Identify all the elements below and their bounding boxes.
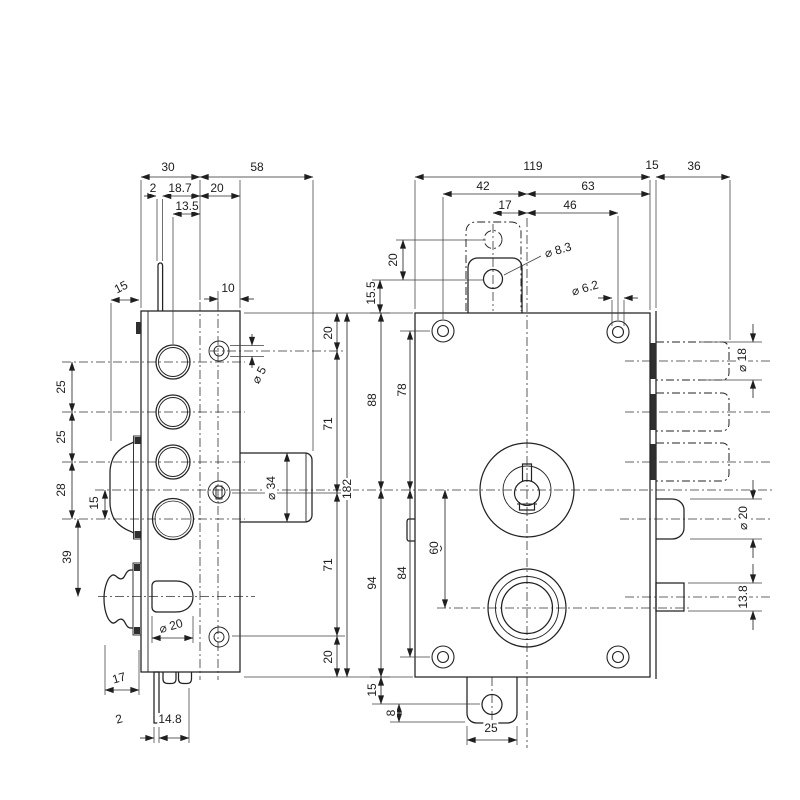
dim-58: 58 <box>249 160 265 174</box>
dim-8: 8 <box>384 708 398 718</box>
dim-119: 119 <box>522 159 544 173</box>
bottom-tab-hole <box>481 693 503 716</box>
dimension-lines <box>68 173 757 744</box>
dim-30: 30 <box>160 160 176 174</box>
latch-side <box>151 580 194 613</box>
front-body-outline <box>414 312 651 678</box>
dim-39: 39 <box>60 549 74 565</box>
dim-25-a: 25 <box>54 379 68 395</box>
dim-20-tab: 20 <box>386 252 400 268</box>
top-rod <box>157 262 164 311</box>
dim-28: 28 <box>54 482 68 498</box>
main-cylinder <box>479 442 575 538</box>
dim-60: 60 <box>427 540 441 556</box>
dim-25-tab: 25 <box>483 721 499 735</box>
dim-dia-18: ⌀ 18 <box>735 347 749 373</box>
latch-front <box>655 582 685 612</box>
dim-13-5: 13.5 <box>174 199 200 213</box>
dim-13-8: 13.8 <box>736 584 750 610</box>
dim-71-top: 71 <box>321 416 335 432</box>
dim-15-bottom: 15 <box>365 682 379 698</box>
front-view <box>406 221 730 724</box>
dim-78: 78 <box>395 382 409 398</box>
dim-84: 84 <box>395 565 409 581</box>
lower-cylinder <box>487 568 567 648</box>
bolt-bores <box>151 344 195 541</box>
dim-dia-34: ⌀ 34 <box>264 475 278 501</box>
dim-2: 2 <box>148 181 158 195</box>
dim-18-7: 18.7 <box>167 181 193 195</box>
dim-182: 182 <box>340 477 354 501</box>
centerlines <box>62 218 775 748</box>
dim-15-mid: 15 <box>87 495 101 511</box>
dim-20-chain-bottom: 20 <box>321 649 335 665</box>
top-tab <box>467 257 523 313</box>
dim-15-plate: 15 <box>644 158 660 172</box>
side-screws <box>207 340 231 648</box>
dim-36: 36 <box>686 159 702 173</box>
front-screw-holes <box>431 319 630 669</box>
dim-20-chain-top: 20 <box>321 325 335 341</box>
dim-46: 46 <box>562 198 578 212</box>
round-bolt <box>656 498 685 540</box>
dim-94: 94 <box>365 575 379 591</box>
dim-25-b: 25 <box>54 429 68 445</box>
dim-dia-20-bolt: ⌀ 20 <box>736 505 750 531</box>
dim-10: 10 <box>220 281 236 295</box>
dim-71-bottom: 71 <box>321 557 335 573</box>
dim-20-depth: 20 <box>209 181 225 195</box>
dim-63: 63 <box>580 179 596 193</box>
side-view <box>103 262 313 724</box>
keyhole-icon <box>513 463 541 511</box>
dim-14-8: 14.8 <box>157 712 183 726</box>
cylinder-housing <box>240 452 313 523</box>
thumbturn-profile <box>103 569 133 629</box>
dim-42: 42 <box>475 179 491 193</box>
top-tab-hole <box>482 268 504 290</box>
dim-17-tab: 17 <box>497 198 513 212</box>
bottom-rod <box>153 671 160 724</box>
deadbolts-dashed <box>656 341 730 482</box>
dim-88: 88 <box>365 392 379 408</box>
extension-lines <box>104 180 762 745</box>
dim-15-5: 15.5 <box>364 280 378 306</box>
outer-cylinder-profile <box>109 441 134 534</box>
